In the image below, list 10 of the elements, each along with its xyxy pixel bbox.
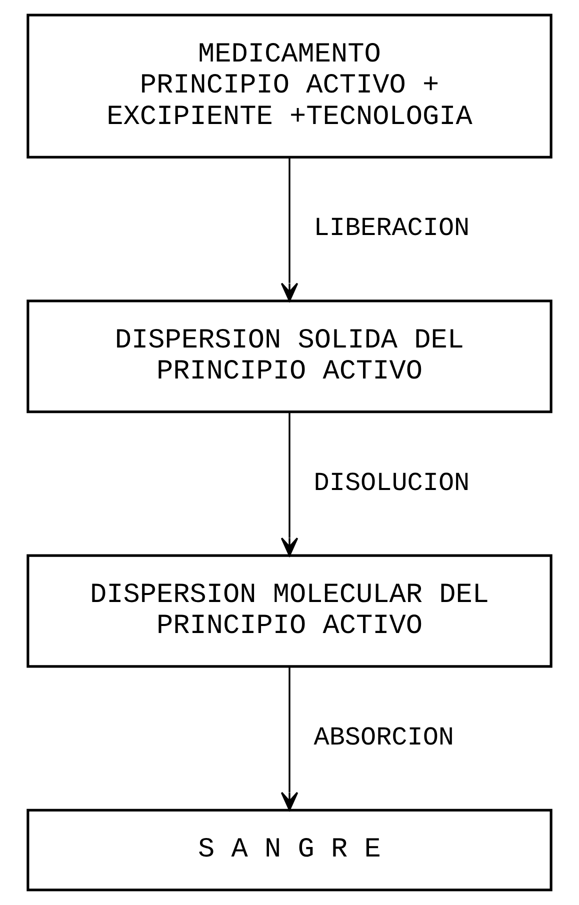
- arrow: [280, 666, 298, 811]
- edge-label: ABSORCION: [314, 722, 454, 752]
- arrow: [280, 412, 298, 556]
- node-box: DISPERSION SOLIDA DEL PRINCIPIO ACTIVO: [26, 300, 552, 414]
- edge-label: LIBERACION: [314, 213, 470, 244]
- arrow: [280, 157, 298, 302]
- edge-label: DISOLUCION: [314, 468, 470, 498]
- node-box: MEDICAMENTO PRINCIPIO ACTIVO + EXCIPIENTE +TECNOLOGIA: [26, 14, 552, 158]
- node-box: DISPERSION MOLECULAR DEL PRINCIPIO ACTIVO: [26, 554, 552, 668]
- node-box: S A N G R E: [26, 808, 552, 892]
